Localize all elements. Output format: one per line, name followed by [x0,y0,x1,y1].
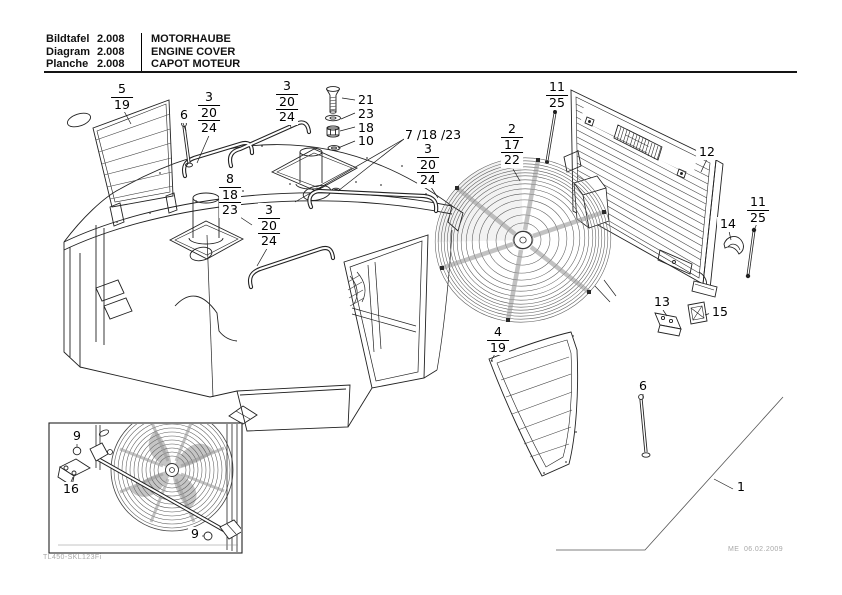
header-row-fr: Planche 2.008 CAPOT MOTEUR [46,58,240,71]
grille-panel-left [92,99,178,227]
rear-panel [563,89,724,291]
plate-number: 2.008 [97,58,125,70]
latch-part [654,280,718,337]
air-cleaner-stack [169,192,244,260]
plug-bottom [203,531,213,541]
callout-10: 10 [357,133,375,148]
header-label: Diagram [46,45,91,58]
exhaust-stack [270,147,359,192]
guard-bolts [440,158,606,322]
callout-18: 18 [357,120,375,135]
header-row-de: Bildtafel 2.008 MOTORHAUBE [46,33,240,46]
handle-part [723,236,744,255]
callout-16: 16 [60,482,82,497]
callout-9-top: 9 [70,429,84,444]
plate-title-en: ENGINE COVER [141,45,235,58]
plate-number: 2.008 [97,33,125,45]
callout-21: 21 [357,92,375,107]
engine-cover-body [63,112,464,432]
gas-strut-right [745,227,757,279]
callout-1: 1 [734,480,748,495]
grab-handles [181,120,439,290]
bracket-16 [57,458,91,487]
fan-guard-large [434,157,612,323]
brace-bar [89,442,241,540]
assembly-boundary-line [556,396,784,551]
header-label: Planche [46,58,89,70]
plug-top [72,446,82,456]
fastener-stack [325,86,341,151]
plate-title-de: MOTORHAUBE [141,33,231,46]
callout-9-bottom: 9 [188,527,202,542]
header-row-en: Diagram 2.008 ENGINE COVER [46,45,240,58]
callout-23: 23 [357,106,375,121]
callout-6-left: 6 [177,108,191,123]
plate-number: 2.008 [97,45,125,58]
callout-15: 15 [709,305,731,320]
header-divider [44,71,797,73]
side-panel [488,331,579,477]
support-rod-right [638,394,651,458]
gas-strut-top [545,110,557,164]
callout-7-18-23: 7 /18 /23 [404,127,463,142]
drawing-code: TL450-SKL123Fi [43,554,102,561]
revision-date: ME 06.02.2009 [727,546,783,553]
callout-14: 14 [717,217,739,232]
callout-12: 12 [696,145,718,160]
header-label: Bildtafel [46,33,90,45]
vent-grid [613,124,663,161]
callout-6-right: 6 [636,379,650,394]
plate-title-fr: CAPOT MOTEUR [141,58,240,71]
plate-header: Bildtafel 2.008 MOTORHAUBE Diagram 2.008… [46,33,240,71]
callout-13: 13 [651,295,673,310]
